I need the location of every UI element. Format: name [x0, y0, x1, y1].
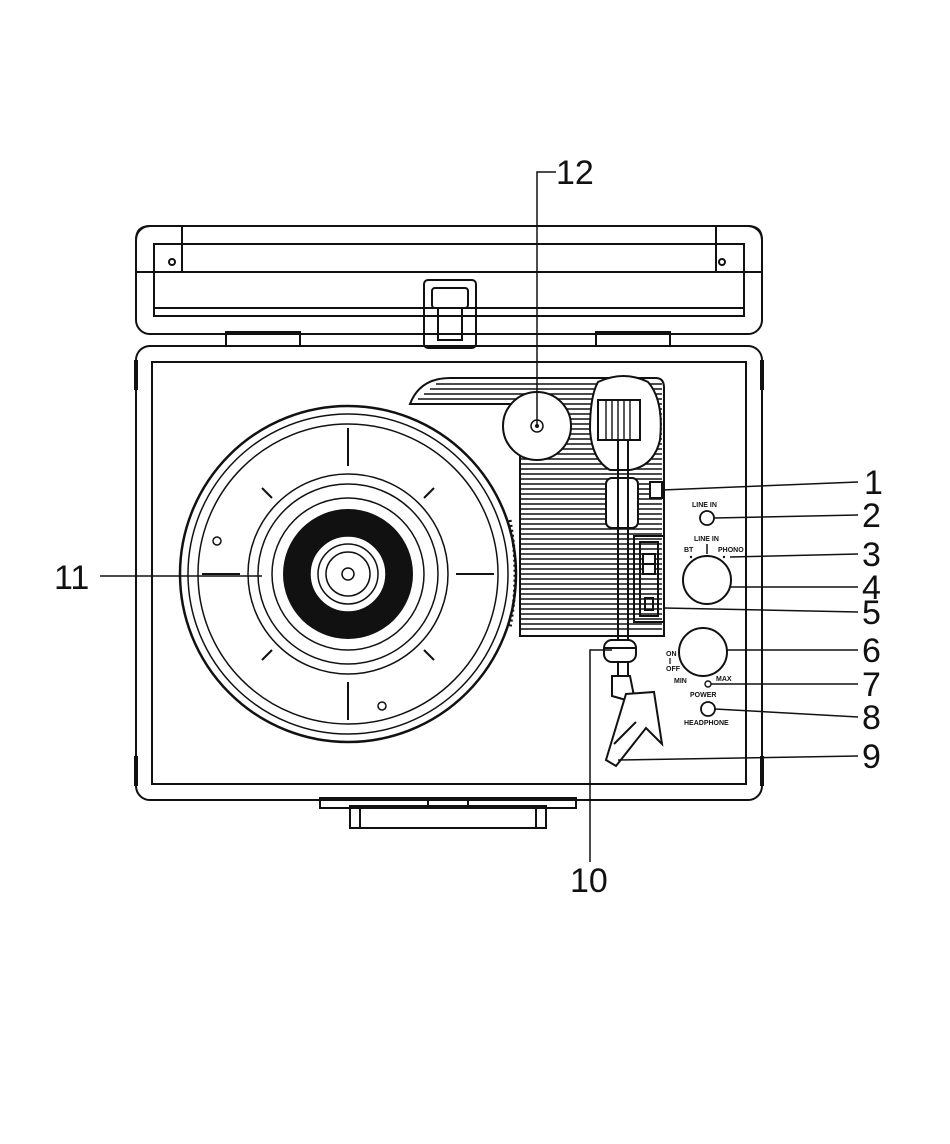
- function-knob[interactable]: [683, 556, 731, 604]
- callout-11: 11: [54, 559, 89, 597]
- lid: [136, 226, 762, 348]
- label-selector-line-in: LINE IN: [694, 536, 719, 543]
- callout-2: 2: [862, 497, 881, 535]
- callout-6: 6: [862, 632, 881, 670]
- spindle: [342, 568, 354, 580]
- power-indicator: [705, 681, 711, 687]
- headphone-jack[interactable]: [701, 702, 715, 716]
- label-headphone: HEADPHONE: [684, 720, 729, 727]
- label-selector-bt: BT: [684, 547, 694, 554]
- label-power: POWER: [690, 692, 716, 699]
- label-off: OFF: [666, 666, 681, 673]
- label-line-in: LINE IN: [692, 502, 717, 509]
- label-max: MAX: [716, 676, 732, 683]
- callout-12: 12: [556, 154, 594, 192]
- callout-9: 9: [862, 738, 881, 776]
- label-min: MIN: [674, 678, 687, 685]
- callout-8: 8: [862, 699, 881, 737]
- line-in-jack[interactable]: [700, 511, 714, 525]
- label-selector-phono: PHONO: [718, 547, 744, 554]
- callout-10: 10: [570, 862, 608, 900]
- platter: [180, 406, 516, 742]
- callout-5: 5: [862, 594, 881, 632]
- volume-knob[interactable]: [679, 628, 727, 676]
- control-panel: LINE IN LINE IN BT PHONO ON OFF MIN MAX …: [666, 502, 744, 727]
- label-on: ON: [666, 651, 677, 658]
